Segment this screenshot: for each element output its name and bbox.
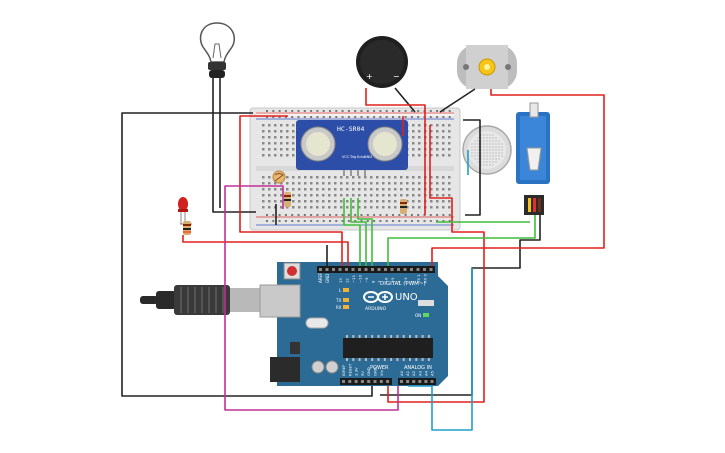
wire-black-bulb-1 bbox=[212, 78, 256, 213]
wire-black-gnd-loop bbox=[121, 112, 373, 397]
light-bulb bbox=[199, 22, 236, 78]
wire-green-trig bbox=[343, 198, 361, 266]
wire-green-echo bbox=[350, 198, 367, 266]
wire-blue-gas bbox=[408, 150, 473, 431]
digital-pin-label: ~9 bbox=[364, 277, 369, 283]
wire-red-buzzer bbox=[365, 88, 426, 215]
power-pin-label: GND bbox=[366, 367, 371, 376]
power-header bbox=[340, 378, 392, 385]
led-on-label: ON bbox=[415, 313, 421, 318]
power-pin-label: GND bbox=[373, 367, 378, 376]
digital-pin-label: ~10 bbox=[358, 274, 363, 283]
ultrasonic-pin-trig: Trig bbox=[349, 155, 356, 159]
power-pin-label: 5V bbox=[360, 371, 365, 376]
wires bbox=[121, 78, 605, 431]
digital-pin-label: 2 bbox=[410, 280, 415, 283]
photoresistor bbox=[272, 170, 286, 184]
analog-pin-label: A4 bbox=[423, 370, 428, 376]
digital-pin-label: 7 bbox=[377, 280, 382, 283]
digital-pin-label: ~11 bbox=[351, 274, 356, 283]
digital-pin-label: TX 1 bbox=[416, 274, 421, 284]
ldr-resistor bbox=[284, 192, 291, 207]
wire-black-buzzer bbox=[394, 87, 416, 113]
aref-label: AREF bbox=[318, 272, 323, 283]
analog-pin-label: A2 bbox=[411, 370, 416, 376]
gnd-label: GND bbox=[325, 274, 330, 283]
wire-magenta-ldr bbox=[224, 185, 399, 411]
digital-pin-label: ~5 bbox=[390, 277, 395, 283]
regulator bbox=[290, 342, 300, 354]
analog-pin-label: A3 bbox=[417, 370, 422, 376]
crystal bbox=[305, 317, 329, 329]
arduino-logo-icon bbox=[363, 291, 393, 303]
analog-pin-label: A1 bbox=[405, 370, 410, 376]
capacitor-2 bbox=[325, 360, 339, 374]
led-resistor bbox=[180, 221, 192, 235]
power-jack bbox=[270, 357, 300, 382]
wire-green-servo bbox=[387, 215, 536, 266]
arduino-logo-text: ARDUINO bbox=[365, 306, 387, 312]
ultrasonic-pin-gnd: GND bbox=[364, 155, 372, 159]
wire-black-motor bbox=[439, 88, 476, 113]
analog-in-label: ANALOG IN bbox=[404, 365, 432, 371]
breadboard-resistor bbox=[400, 199, 407, 214]
led-rx-label: RX bbox=[336, 305, 342, 310]
icsp-header bbox=[418, 300, 434, 306]
buzzer-plus-label: + bbox=[366, 72, 373, 81]
wire-red-vcc-top bbox=[239, 115, 343, 266]
capacitor-1 bbox=[311, 360, 325, 374]
dc-motor bbox=[457, 45, 517, 89]
usb-port bbox=[259, 284, 301, 318]
usb-cable bbox=[140, 285, 260, 315]
power-pin-label: IOREF bbox=[341, 365, 346, 376]
digital-pin-label: 8 bbox=[371, 280, 376, 283]
wire-green-3 bbox=[357, 198, 373, 266]
analog-pin-label: A0 bbox=[399, 370, 404, 376]
red-led bbox=[178, 197, 188, 224]
gas-sensor-mesh bbox=[471, 134, 503, 166]
piezo-buzzer: + − bbox=[356, 36, 408, 88]
digital-pin-label: 12 bbox=[345, 278, 350, 283]
power-pin-label: Vin bbox=[379, 369, 384, 376]
wire-black-gnd-right bbox=[463, 119, 481, 216]
ultrasonic-pin-vcc: VCC bbox=[342, 155, 350, 159]
digital-pin-label: ~3 bbox=[403, 277, 408, 283]
analog-header bbox=[398, 378, 436, 385]
digital-header bbox=[317, 266, 435, 273]
wire-red-power bbox=[387, 125, 485, 403]
power-pin-label: 3.3V bbox=[354, 367, 359, 376]
analog-pin-label: A5 bbox=[430, 370, 435, 376]
power-pin-label: RESET bbox=[347, 363, 352, 376]
microcontroller-chip bbox=[343, 338, 433, 358]
gas-sensor bbox=[462, 125, 512, 175]
servo-motor bbox=[516, 102, 550, 215]
ultrasonic-model-label: HC-SR04 bbox=[337, 125, 364, 133]
led-l-label: L bbox=[339, 288, 342, 293]
wire-red-motor bbox=[431, 89, 605, 266]
digital-pin-label: 4 bbox=[397, 280, 402, 283]
uno-label: UNO bbox=[395, 292, 418, 303]
ultrasonic-sensor: HC-SR04 VCC Trig Echo GND bbox=[296, 120, 408, 176]
digital-pwm-label: DIGITAL (PWM~) bbox=[380, 281, 426, 287]
wire-red-led bbox=[182, 235, 349, 266]
digital-pin-label: 13 bbox=[338, 278, 343, 283]
digital-pin-label: RX 0 bbox=[423, 274, 428, 283]
power-label: POWER bbox=[370, 365, 389, 371]
digital-pin-label: ~6 bbox=[384, 277, 389, 283]
led-tx-label: TX bbox=[335, 298, 341, 303]
ultrasonic-pin-echo: Echo bbox=[357, 155, 366, 159]
buzzer-minus-label: − bbox=[393, 72, 400, 81]
